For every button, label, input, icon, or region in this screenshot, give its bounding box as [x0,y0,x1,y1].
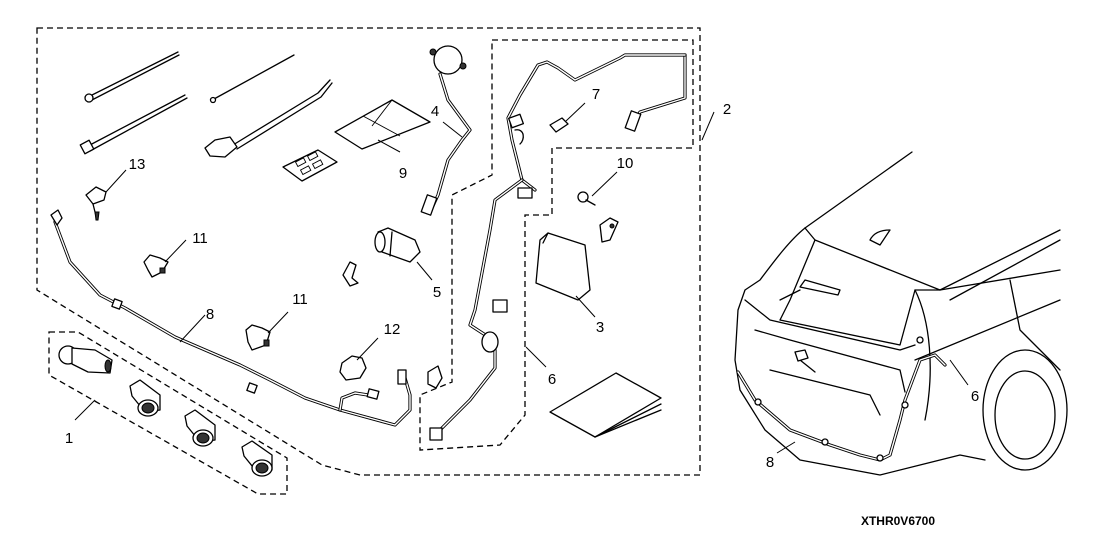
clip-10 [577,191,596,206]
bracket-small [342,261,359,287]
callout-8-vehicle: 8 [766,454,774,471]
connector-7 [549,117,569,133]
bracket-small-2 [599,217,619,243]
leader-12 [356,337,379,361]
parking-sensor-1a [58,345,113,374]
kit-boundary [36,27,701,476]
callout-5: 5 [433,284,441,301]
bracket-11b [245,324,271,351]
leader-11b [267,311,289,334]
callout-11-a: 11 [192,230,208,247]
leader-3 [575,295,596,318]
parking-sensor-1c [184,409,216,447]
leader-8b [776,441,796,454]
leader-6b [949,359,969,386]
harness-6 [429,53,687,441]
callout-3: 3 [596,319,604,336]
parking-sensor-1d [241,440,273,477]
callout-10: 10 [617,155,634,172]
cable-tie-2 [79,94,188,155]
leader-1 [74,399,96,421]
buzzer-4 [420,45,472,216]
cable-tie-3 [209,54,295,104]
cable-clip-tie [204,79,333,158]
reference-code: XTHR0V6700 [861,514,935,528]
callout-6-vehicle: 6 [971,388,979,405]
foam-tape-sheet [282,149,338,182]
harness-8 [50,209,412,427]
leader-10 [591,171,618,197]
leader-8a [179,314,206,343]
callout-11-b: 11 [292,291,308,308]
leader-11a [164,239,187,263]
leader-2 [701,111,715,141]
clip-13 [85,186,107,221]
leader-9 [377,139,401,153]
callout-12: 12 [384,321,401,338]
bracket-12 [339,355,367,381]
callout-4: 4 [431,103,439,120]
adhesive-pad-9 [334,99,431,150]
instruction-manual [549,372,662,438]
callout-9: 9 [399,165,407,182]
sensor-5 [374,227,421,263]
callout-2: 2 [723,101,731,118]
callout-7: 7 [592,86,600,103]
callout-6-kit: 6 [548,371,556,388]
vehicle-rear-view [734,151,1068,476]
leader-13 [105,169,127,193]
callout-8-kit: 8 [206,306,214,323]
callout-13: 13 [129,156,146,173]
leader-4 [442,121,463,138]
callout-1: 1 [65,430,73,447]
connector-clip [427,365,443,389]
cable-tie-1 [84,51,180,103]
parking-sensor-1b [129,379,161,417]
harness-6-boundary [419,39,694,451]
bracket-11a [143,254,169,278]
leader-6a [525,346,547,368]
leader-5 [416,261,433,281]
leader-7 [565,102,586,122]
leader-lines [74,102,969,454]
control-unit-3 [535,232,591,301]
